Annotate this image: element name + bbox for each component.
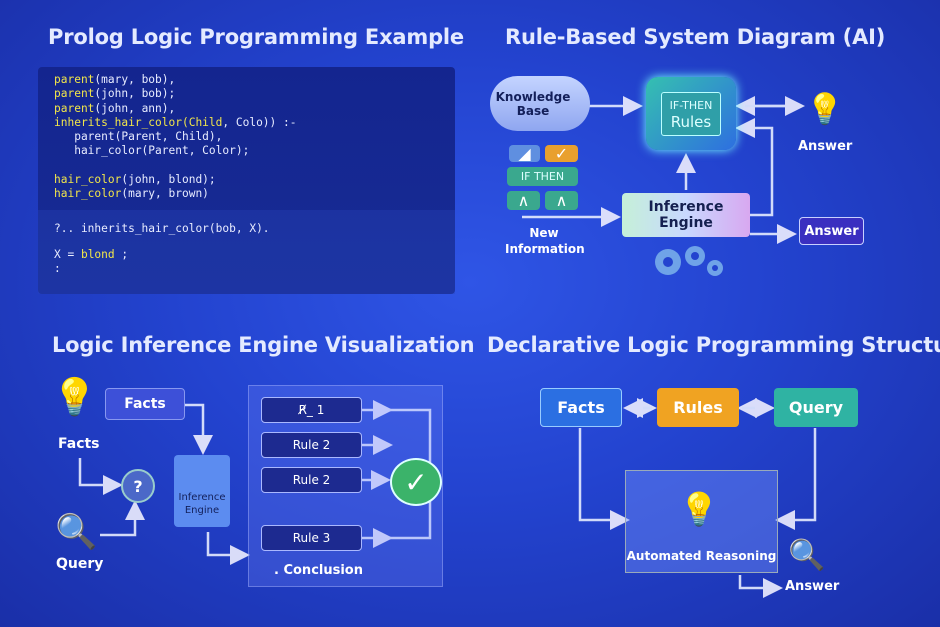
answer-label: Answer (785, 579, 840, 594)
inference-title: Logic Inference Engine Visualization (52, 333, 475, 357)
rule-based-title: Rule-Based System Diagram (AI) (505, 25, 886, 49)
code-line: parent(Parent, Child), (54, 130, 223, 144)
magnifier-icon: 🔍 (788, 538, 826, 573)
lightbulb-icon: 💡 (806, 92, 844, 127)
automated-reasoning-label: Automated Reasoning (626, 549, 777, 563)
facts-box: Facts (105, 388, 185, 420)
if-then-tile: IF THEN (507, 167, 578, 186)
rule-box: R̸_ 1 (261, 397, 362, 423)
automated-reasoning-box (625, 470, 778, 573)
code-line (54, 159, 455, 173)
tile-check-icon: ✓ (545, 144, 578, 163)
rule-box: Rule 3 (261, 525, 362, 551)
tile-up-icon: ∧ (545, 191, 578, 210)
code-line: hair_color(mary, brown) (54, 187, 209, 201)
magnifier-icon: 🔍 (55, 512, 98, 552)
inference-engine-box: Inference Engine (174, 455, 230, 527)
knowledge-base-cloud: Knowledge Base (490, 76, 590, 131)
code-line: parent(john, bob); (54, 87, 176, 101)
lightbulb-icon: 💡 (52, 377, 97, 418)
new-information-label: New Information (505, 226, 585, 256)
facts-box: Facts (540, 388, 622, 427)
answer-label: Answer (798, 139, 853, 154)
query-box: Query (774, 388, 858, 427)
code-line: parent(john, ann), (54, 101, 176, 115)
prolog-title: Prolog Logic Programming Example (48, 25, 464, 49)
rule-box: Rule 2 (261, 467, 362, 493)
declarative-title: Declarative Logic Programming Structure (487, 333, 940, 357)
lightbulb-icon: 💡 (679, 490, 719, 528)
code-line: parent(mary, bob), (54, 73, 176, 86)
checkmark-icon: ✓ (390, 458, 442, 506)
query-label: Query (56, 556, 104, 572)
code-line: inherits_hair_color(Child, Colo)) :- (54, 115, 297, 129)
facts-label: Facts (58, 436, 100, 452)
query-match-icon: ? (121, 469, 155, 503)
code-line: hair_color(john, blond); (54, 173, 216, 187)
answer-line: X = blond ; (54, 247, 129, 261)
inference-engine-box: Inference Engine (622, 193, 750, 237)
code-line: hair_color(Parent, Color); (54, 144, 250, 158)
prompt-line: : (54, 262, 61, 276)
conclusion-label: . Conclusion (274, 563, 363, 578)
gears-icon (655, 246, 723, 276)
prolog-code-block: parent(mary, bob), parent(john, bob); pa… (38, 67, 455, 294)
rule-box: Rule 2 (261, 432, 362, 458)
tile-up-icon: ∧ (507, 191, 540, 210)
query-line: ?.. inherits_hair_color(bob, X). (54, 221, 270, 235)
answer-box: Answer (799, 217, 864, 245)
tile-icon: ◢ (509, 144, 540, 163)
rules-box: Rules (657, 388, 739, 427)
